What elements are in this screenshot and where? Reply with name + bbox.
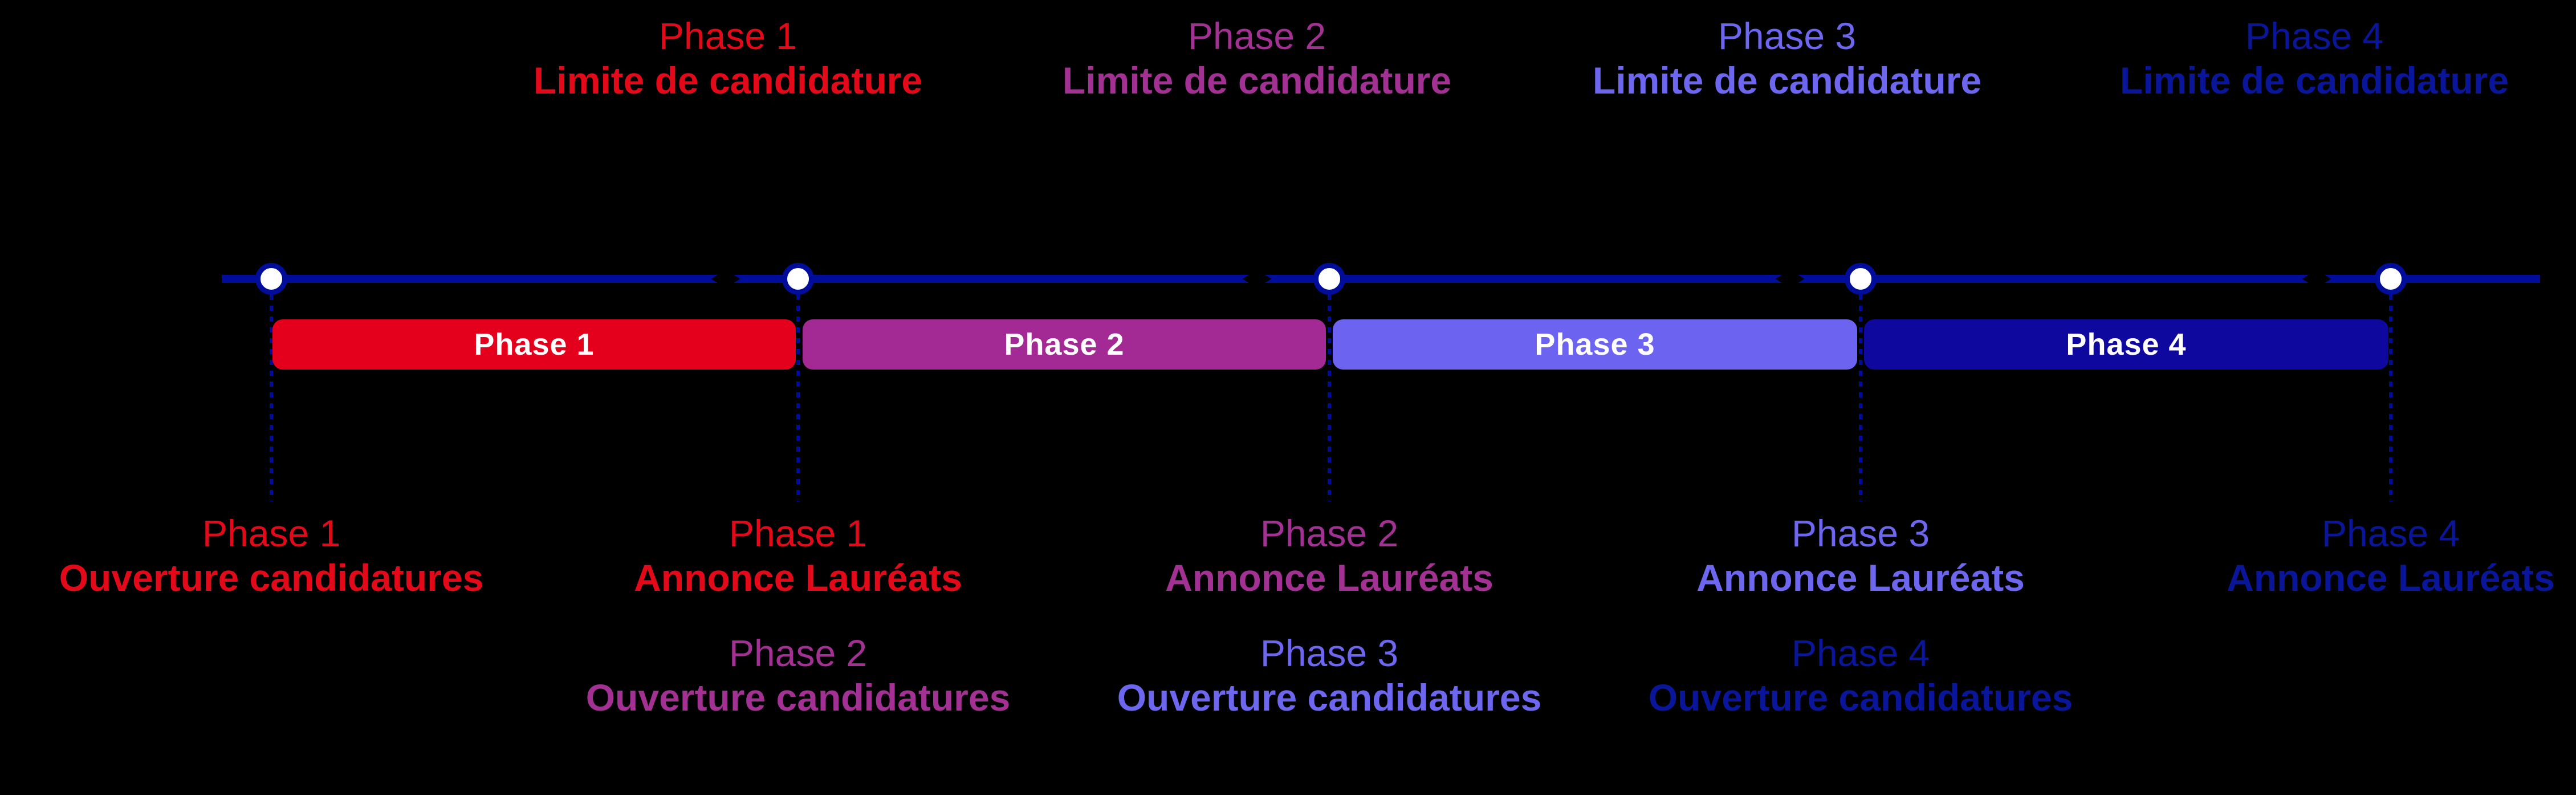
milestone-circle (1313, 263, 1345, 295)
timeline-break-icon (711, 270, 740, 288)
label-event: Limite de candidature (533, 59, 923, 102)
bottom-label-phase4-annonce: Phase 4 Annonce Lauréats (2134, 511, 2576, 600)
timeline-break-icon (1775, 270, 1805, 288)
label-phase: Phase 4 (2245, 15, 2384, 57)
label-phase: Phase 1 (202, 512, 341, 554)
bottom-label-phase2-ouverture: Phase 2 Ouverture candidatures (542, 631, 1055, 720)
milestone-connector-line (1328, 295, 1331, 501)
bottom-label-phase3-annonce: Phase 3 Annonce Lauréats (1604, 511, 2117, 600)
phase1-bar-label: Phase 1 (474, 327, 595, 362)
label-phase: Phase 1 (729, 512, 868, 554)
bottom-label-phase2-annonce: Phase 2 Annonce Lauréats (1073, 511, 1586, 600)
bottom-label-phase1-annonce: Phase 1 Annonce Lauréats (542, 511, 1055, 600)
label-event: Ouverture candidatures (59, 557, 484, 599)
phase4-bar-label: Phase 4 (2066, 327, 2187, 362)
timeline-break-icon (2302, 270, 2331, 288)
label-phase: Phase 3 (1791, 512, 1930, 554)
label-event: Annonce Lauréats (634, 557, 962, 599)
label-phase: Phase 3 (1718, 15, 1857, 57)
label-event: Limite de candidature (1062, 59, 1452, 102)
milestone-circle (255, 263, 287, 295)
phase3-bar: Phase 3 (1333, 319, 1857, 370)
milestone-connector-line (796, 295, 800, 501)
top-label-phase3-limite: Phase 3 Limite de candidature (1531, 14, 2044, 103)
bottom-label-phase3-ouverture: Phase 3 Ouverture candidatures (1073, 631, 1586, 720)
milestone-connector-line (270, 295, 273, 501)
top-label-phase1-limite: Phase 1 Limite de candidature (471, 14, 984, 103)
label-phase: Phase 4 (2321, 512, 2460, 554)
phase2-bar-label: Phase 2 (1004, 327, 1125, 362)
label-event: Ouverture candidatures (585, 676, 1011, 719)
milestone-circle (2375, 263, 2407, 295)
phase1-bar: Phase 1 (272, 319, 796, 370)
label-phase: Phase 4 (1791, 632, 1930, 674)
label-event: Annonce Lauréats (1696, 557, 2025, 599)
label-event: Annonce Lauréats (1165, 557, 1493, 599)
bottom-label-phase4-ouverture: Phase 4 Ouverture candidatures (1604, 631, 2117, 720)
label-event: Limite de candidature (2119, 59, 2509, 102)
top-label-phase4-limite: Phase 4 Limite de candidature (2058, 14, 2571, 103)
timeline-line (222, 275, 2540, 283)
phase2-bar: Phase 2 (803, 319, 1326, 370)
top-label-phase2-limite: Phase 2 Limite de candidature (1000, 14, 1513, 103)
label-phase: Phase 3 (1260, 632, 1399, 674)
bottom-label-phase1-ouverture: Phase 1 Ouverture candidatures (15, 511, 528, 600)
timeline-break-icon (1242, 270, 1272, 288)
label-event: Ouverture candidatures (1648, 676, 2073, 719)
milestone-circle (782, 263, 814, 295)
label-phase: Phase 2 (729, 632, 868, 674)
label-event: Ouverture candidatures (1117, 676, 1542, 719)
label-event: Limite de candidature (1592, 59, 1982, 102)
milestone-circle (1845, 263, 1877, 295)
label-phase: Phase 2 (1260, 512, 1399, 554)
milestone-connector-line (2389, 295, 2392, 501)
label-event: Annonce Lauréats (2227, 557, 2555, 599)
label-phase: Phase 2 (1187, 15, 1326, 57)
label-phase: Phase 1 (658, 15, 797, 57)
milestone-connector-line (1859, 295, 1862, 501)
phase4-bar: Phase 4 (1864, 319, 2388, 370)
phase3-bar-label: Phase 3 (1535, 327, 1655, 362)
